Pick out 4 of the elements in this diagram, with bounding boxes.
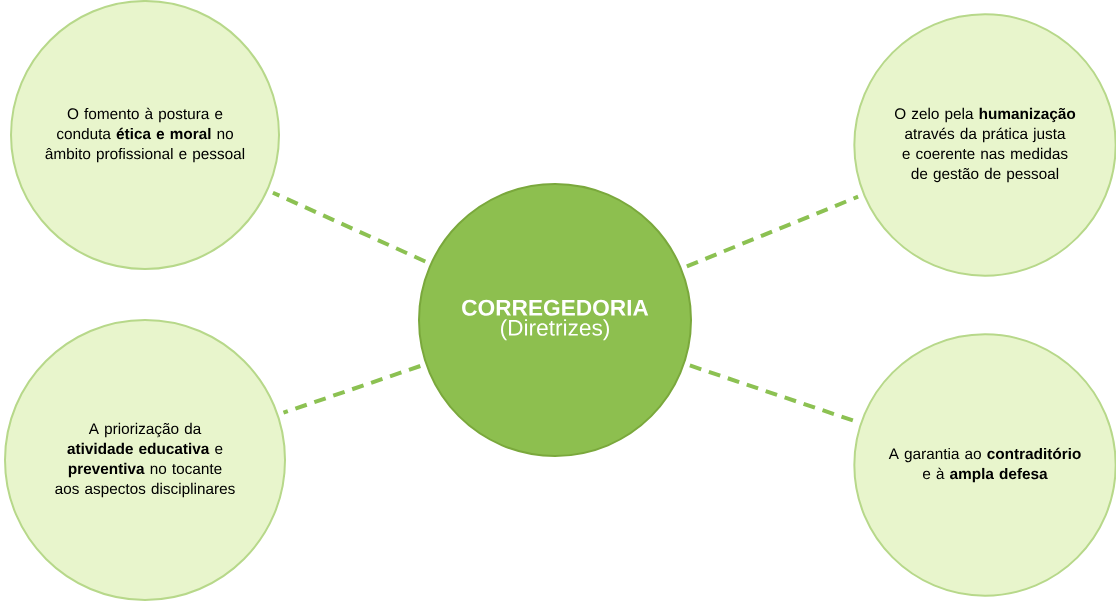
- dashed-connector: [686, 194, 859, 269]
- dashed-connector: [272, 190, 427, 264]
- dashed-connector: [282, 364, 421, 415]
- dashed-connector: [689, 363, 856, 424]
